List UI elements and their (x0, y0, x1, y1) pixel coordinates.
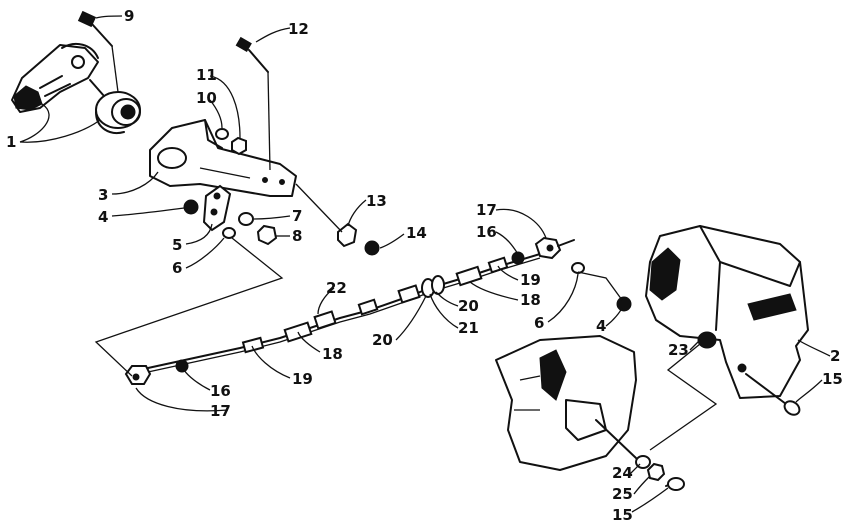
grommet-23 (697, 331, 717, 349)
washer-6-right (571, 262, 585, 274)
callout-14: 14 (406, 224, 427, 242)
callout-19: 19 (292, 370, 313, 388)
callout-20: 20 (372, 331, 393, 349)
callout-3: 3 (98, 186, 108, 204)
carburetor-body (495, 335, 637, 471)
callout-6: 6 (534, 314, 544, 332)
screw-15-bottom (665, 477, 685, 491)
callout-17: 17 (210, 402, 231, 420)
nut-4-left (183, 199, 199, 215)
bolt-12 (235, 36, 271, 171)
callout-22: 22 (326, 279, 347, 297)
bolt-9 (77, 10, 119, 93)
washer-10 (215, 128, 229, 140)
nut-11 (231, 136, 247, 156)
callout-leaders (19, 15, 831, 513)
cable-clip-13 (295, 183, 358, 248)
callout-16: 16 (210, 382, 231, 400)
callout-9: 9 (124, 7, 134, 25)
throttle-cover (645, 225, 809, 399)
callout-11: 11 (196, 66, 217, 84)
callout-15: 15 (822, 370, 843, 388)
callout-16: 16 (476, 223, 497, 241)
throttle-cable-assembly (124, 236, 575, 385)
callout-labels: 1 2 3 4 4 5 6 6 7 8 9 10 11 12 13 14 15 … (6, 7, 843, 524)
nut-25 (646, 462, 666, 482)
callout-25: 25 (612, 485, 633, 503)
nut-14 (364, 240, 380, 256)
callout-8: 8 (292, 227, 302, 245)
callout-21: 21 (458, 319, 479, 337)
callout-7: 7 (292, 207, 302, 225)
callout-2: 2 (830, 347, 840, 365)
callout-12: 12 (288, 20, 309, 38)
callout-19: 19 (520, 271, 541, 289)
callout-20: 20 (458, 297, 479, 315)
throttle-lever-housing (11, 42, 105, 113)
callout-17: 17 (476, 201, 497, 219)
callout-6: 6 (172, 259, 182, 277)
nut-8 (256, 224, 278, 246)
callout-13: 13 (366, 192, 387, 210)
callout-15: 15 (612, 506, 633, 524)
callout-1: 1 (6, 133, 16, 151)
callout-5: 5 (172, 236, 182, 254)
callout-10: 10 (196, 89, 217, 107)
callout-18: 18 (322, 345, 343, 363)
throttle-pivot-hub (95, 91, 141, 134)
mounting-bracket-plate (149, 119, 297, 197)
callout-18: 18 (520, 291, 541, 309)
assembly-lines (94, 237, 718, 451)
cable-bracket-5 (202, 184, 232, 232)
nut-4-right (616, 296, 632, 312)
callout-24: 24 (612, 464, 633, 482)
washer-6-left (222, 227, 236, 239)
washer-7 (238, 212, 254, 226)
callout-23: 23 (668, 341, 689, 359)
screw-15-right (745, 373, 801, 416)
callout-4: 4 (596, 317, 606, 335)
callout-4: 4 (98, 208, 108, 226)
